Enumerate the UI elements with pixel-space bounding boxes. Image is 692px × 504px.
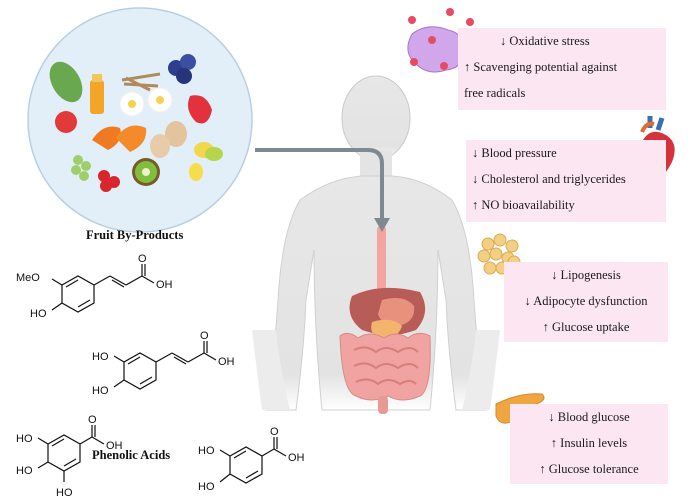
pancreas-effects-box: ↓ Blood glucose ↑ Insulin levels ↑ Gluco… [510, 404, 668, 484]
effect-oxidative-stress: ↓ Oxidative stress [500, 34, 590, 48]
gallic-hydroxy-mid-label: HO [16, 465, 33, 477]
gallic-oxygen-label: O [88, 414, 97, 426]
ferulic-hydroxy-label: HO [30, 308, 47, 320]
caffeic-oxygen-label: O [200, 330, 209, 342]
protocatechuic-oh-label: OH [288, 452, 305, 464]
effect-glucose-tolerance: ↑ Glucose tolerance [539, 462, 639, 476]
caffeic-hydroxy-bottom-label: HO [92, 385, 109, 397]
effect-blood-pressure: ↓ Blood pressure [472, 146, 557, 160]
caffeic-hydroxy-top-label: HO [92, 351, 109, 363]
fruit-by-products-caption: Fruit By-Products [86, 228, 184, 242]
gallic-oh-label: OH [106, 440, 123, 452]
effect-glucose-uptake: ↑ Glucose uptake [542, 320, 630, 334]
gallic-hydroxy-top-label: HO [16, 433, 33, 445]
effect-lipogenesis: ↓ Lipogenesis [551, 268, 621, 282]
ferulic-acid-structure [51, 264, 155, 313]
gallic-acid-structure [37, 425, 105, 482]
adipocytes-icon [477, 233, 521, 275]
caffeic-oh-label: OH [218, 356, 235, 368]
gallic-hydroxy-bottom-label: HO [56, 487, 73, 499]
free-radical-cell-icon [407, 8, 474, 73]
protocatechuic-oxygen-label: O [270, 426, 279, 438]
oxidative-effects-box: ↓ Oxidative stress ↑ Scavenging potentia… [458, 28, 666, 110]
adipose-effects-box: ↓ Lipogenesis ↓ Adipocyte dysfunction ↑ … [504, 262, 668, 342]
protocatechuic-hydroxy-bottom-label: HO [198, 481, 215, 493]
digestive-system [339, 226, 431, 414]
ferulic-oxygen-label: O [138, 253, 147, 265]
phenolic-acids-caption: Phenolic Acids [92, 448, 171, 462]
ferulic-methoxy-label: MeO [16, 272, 40, 284]
effect-adipocyte-dysfunction: ↓ Adipocyte dysfunction [524, 294, 648, 308]
cardiovascular-effects-box: ↓ Blood pressure ↓ Cholesterol and trigl… [466, 140, 666, 222]
ingestion-arrow [255, 148, 390, 232]
effect-scavenging-potential: ↑ Scavenging potential against [464, 60, 618, 74]
protocatechuic-acid-structure [219, 437, 287, 484]
effect-blood-glucose: ↓ Blood glucose [548, 410, 630, 424]
effect-free-radicals: free radicals [464, 86, 526, 100]
caffeic-acid-structure [113, 341, 217, 390]
effect-cholesterol-triglycerides: ↓ Cholesterol and triglycerides [472, 172, 626, 186]
effect-insulin-levels: ↑ Insulin levels [550, 436, 628, 450]
effect-no-bioavailability: ↑ NO bioavailability [472, 198, 575, 212]
protocatechuic-hydroxy-top-label: HO [198, 445, 215, 457]
ferulic-oh-label: OH [156, 279, 173, 291]
fruit-plate-illustration [27, 7, 253, 233]
